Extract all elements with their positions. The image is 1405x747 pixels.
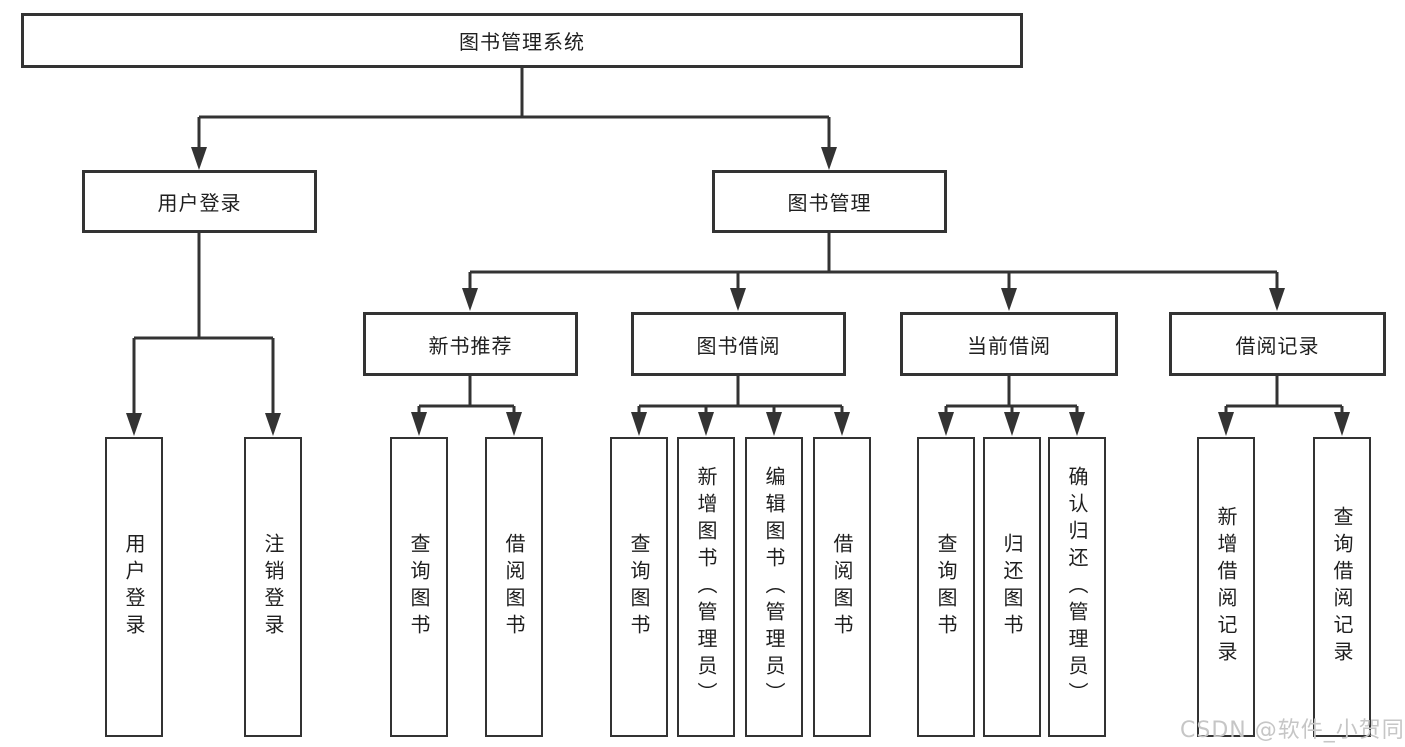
node-return-book-label: 归还图书	[1000, 533, 1024, 641]
node-system-root: 图书管理系统	[21, 13, 1023, 68]
node-user-login-label: 用户登录	[122, 533, 146, 641]
node-recommend-borrow-books-label: 借阅图书	[502, 533, 526, 641]
node-recommend-query-books: 查询图书	[390, 437, 448, 737]
node-borrowing-query-books-label: 查询图书	[627, 533, 651, 641]
node-edit-book-admin-label: 编辑图书（管理员）	[762, 465, 786, 709]
node-add-book-admin: 新增图书（管理员）	[677, 437, 735, 737]
node-logout: 注销登录	[244, 437, 302, 737]
node-book-management: 图书管理	[712, 170, 947, 233]
node-book-borrowing: 图书借阅	[631, 312, 846, 376]
node-query-borrow-record: 查询借阅记录	[1313, 437, 1371, 737]
node-user-login-group: 用户登录	[82, 170, 317, 233]
node-edit-book-admin: 编辑图书（管理员）	[745, 437, 803, 737]
node-borrow-records: 借阅记录	[1169, 312, 1386, 376]
node-confirm-return-admin-label: 确认归还（管理员）	[1065, 465, 1089, 709]
node-new-book-recommend: 新书推荐	[363, 312, 578, 376]
node-add-book-admin-label: 新增图书（管理员）	[694, 465, 718, 709]
node-query-borrow-record-label: 查询借阅记录	[1330, 506, 1354, 668]
node-return-book: 归还图书	[983, 437, 1041, 737]
csdn-watermark: CSDN @软件_小贺同学	[1180, 718, 1405, 743]
node-logout-label: 注销登录	[261, 533, 285, 641]
node-recommend-borrow-books: 借阅图书	[485, 437, 543, 737]
node-borrowing-borrow-books-label: 借阅图书	[830, 533, 854, 641]
arrowheads	[126, 147, 1350, 436]
node-user-login: 用户登录	[105, 437, 163, 737]
node-confirm-return-admin: 确认归还（管理员）	[1048, 437, 1106, 737]
node-add-borrow-record-label: 新增借阅记录	[1214, 506, 1238, 668]
node-add-borrow-record: 新增借阅记录	[1197, 437, 1255, 737]
node-current-borrowing: 当前借阅	[900, 312, 1118, 376]
node-borrowing-borrow-books: 借阅图书	[813, 437, 871, 737]
node-current-query-books-label: 查询图书	[934, 533, 958, 641]
node-current-query-books: 查询图书	[917, 437, 975, 737]
node-borrowing-query-books: 查询图书	[610, 437, 668, 737]
node-recommend-query-books-label: 查询图书	[407, 533, 431, 641]
